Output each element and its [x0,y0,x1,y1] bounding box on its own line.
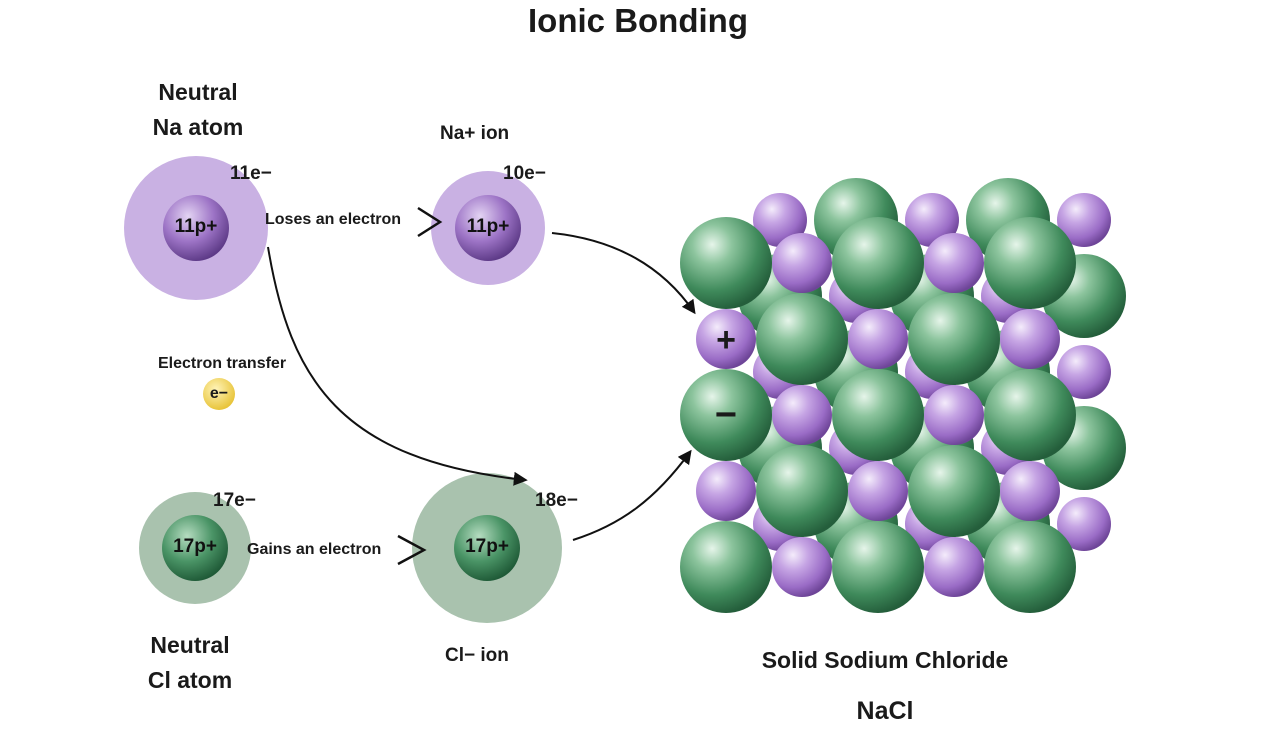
na-atom-label-line1: Neutral [158,79,238,105]
sodium-ion-sphere [924,233,984,293]
chloride-ion-sphere [680,369,772,461]
sodium-ion-sphere [753,193,807,247]
sodium-ion-sphere [848,461,908,521]
sodium-ion-sphere [772,233,832,293]
loses-electron-chevron [417,206,443,238]
cl-atom-proton-count: 17p+ [173,536,217,557]
crystal-caption: Solid Sodium Chloride [761,647,1009,673]
cl-atom-label: Neutral Cl atom [110,628,270,698]
cl-ion-to-crystal-arrow [572,449,692,541]
cl-atom-nucleus [162,515,228,581]
chloride-ion-sphere [756,293,848,385]
na-atom-label-line2: Na atom [152,114,244,140]
na-ion-proton-count: 11p+ [466,216,510,237]
cl-atom-electron-count: 17e− [213,490,256,511]
sodium-ion-sphere [1057,193,1111,247]
cl-atom-label-line1: Neutral [150,632,230,658]
sodium-ion-sphere [772,385,832,445]
chloride-ion-sphere [680,217,772,309]
chloride-ion-sphere [984,369,1076,461]
sodium-ion-sphere [1000,461,1060,521]
sodium-ion-sphere [696,461,756,521]
cl-ion-proton-count: 17p+ [465,536,509,557]
gains-electron-label: Gains an electron [247,541,382,558]
electron-symbol: e− [209,385,229,402]
electron-transfer-arrow [267,246,528,486]
na-ion-to-crystal-arrow [551,232,696,315]
sodium-ion-sphere [1057,345,1111,399]
chloride-ion-sphere [832,369,924,461]
gains-electron-chevron [397,534,427,566]
chloride-ion-sphere [756,445,848,537]
na-atom-electron-count: 11e− [230,163,272,184]
cl-ion-label: Cl− ion [445,645,509,666]
na-ion-nucleus [455,195,521,261]
chloride-ion-sphere [908,445,1000,537]
sodium-chloride-lattice [680,178,1126,613]
chloride-ion-sphere [984,521,1076,613]
sodium-ion-sphere [905,193,959,247]
sodium-ion-sphere [924,385,984,445]
sodium-ion-sphere [696,309,756,369]
na-ion-label: Na+ ion [440,123,510,144]
sodium-ion-sphere [772,537,832,597]
loses-electron-label: Loses an electron [265,211,402,228]
sodium-ion-sphere [848,309,908,369]
cl-ion-nucleus [454,515,520,581]
na-ion-electron-count: 10e− [503,163,546,184]
chloride-ion-sphere [832,217,924,309]
na-atom-proton-count: 11p+ [174,216,218,237]
diagram-title: Ionic Bonding [528,2,748,39]
chloride-ion-sphere [984,217,1076,309]
sodium-ion-sphere [924,537,984,597]
cl-ion-electron-count: 18e− [535,490,578,511]
na-atom-label: Neutral Na atom [118,75,278,145]
transferred-electron [203,378,235,410]
sodium-ion-sphere [1000,309,1060,369]
na-atom-nucleus [163,195,229,261]
sodium-ion-sphere [1057,497,1111,551]
electron-transfer-label: Electron transfer [158,355,287,372]
chloride-ion-sphere [680,521,772,613]
positive-ion-sign: + [716,321,736,359]
crystal-formula: NaCl [856,697,914,725]
chloride-ion-sphere [908,293,1000,385]
negative-ion-sign: − [714,394,738,436]
cl-atom-label-line2: Cl atom [147,667,233,693]
chloride-ion-sphere [832,521,924,613]
